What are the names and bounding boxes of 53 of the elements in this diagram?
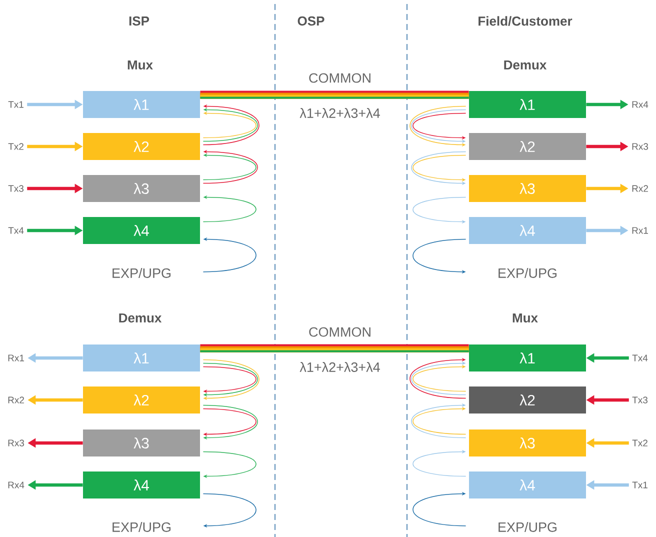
wavelength-box: λ3 [83,175,200,202]
expansion-port-label: EXP/UPG [112,268,170,278]
wavelength-box: λ4 [83,217,200,244]
wavelength-box: λ2 [469,133,586,160]
wavelength-box: λ2 [83,386,200,414]
port-label: Tx4 [8,227,24,234]
multicolor-fiber-line [200,90,469,99]
section-heading: Mux [128,60,153,70]
port-label: Rx4 [8,482,24,488]
loop-arrow [412,450,466,477]
port-label: Tx1 [632,482,648,488]
section-heading: Field/Customer [478,16,572,26]
section-heading: Mux [512,313,538,323]
port-label: Rx4 [632,101,648,108]
port-label: Tx4 [632,354,648,362]
line-label: COMMON [309,73,370,83]
port-label: Tx1 [8,101,24,108]
expansion-port-label: EXP/UPG [498,268,556,278]
wavelength-box: λ1 [83,344,200,372]
port-label: Tx3 [632,396,648,404]
wavelength-box: λ4 [83,472,200,498]
multicolor-fiber-line [200,344,469,352]
port-label: Rx3 [632,143,648,150]
section-heading: Demux [119,313,162,323]
section-heading: ISP [129,16,150,26]
section-heading: Demux [504,60,547,70]
wavelength-box: λ2 [83,133,200,160]
line-label: λ1+λ2+λ3+λ4 [300,362,380,372]
wavelength-box: λ1 [469,91,586,118]
port-label: Tx2 [8,143,24,150]
port-label: Tx3 [8,185,24,192]
port-label: Rx1 [632,227,648,234]
port-label: Rx1 [8,354,24,362]
wavelength-box: λ3 [83,430,200,456]
expansion-port-label: EXP/UPG [112,522,170,532]
line-label: λ1+λ2+λ3+λ4 [300,108,380,118]
port-label: Tx2 [632,440,648,446]
wavelength-box: λ4 [469,217,586,244]
port-label: Rx2 [632,185,648,192]
port-label: Rx2 [8,396,24,404]
section-heading: OSP [298,16,324,26]
port-label: Rx3 [8,440,24,446]
wavelength-box: λ1 [469,344,586,372]
loop-arrow [412,492,466,526]
wavelength-box: λ4 [469,472,586,498]
expansion-port-label: EXP/UPG [498,522,556,532]
wavelength-box: λ2 [469,386,586,414]
line-label: COMMON [309,327,370,337]
wavelength-box: λ3 [469,175,586,202]
loop-arrow [202,451,256,478]
loop-arrow [202,493,256,528]
wavelength-box: λ3 [469,430,586,456]
wavelength-box: λ1 [83,91,200,118]
